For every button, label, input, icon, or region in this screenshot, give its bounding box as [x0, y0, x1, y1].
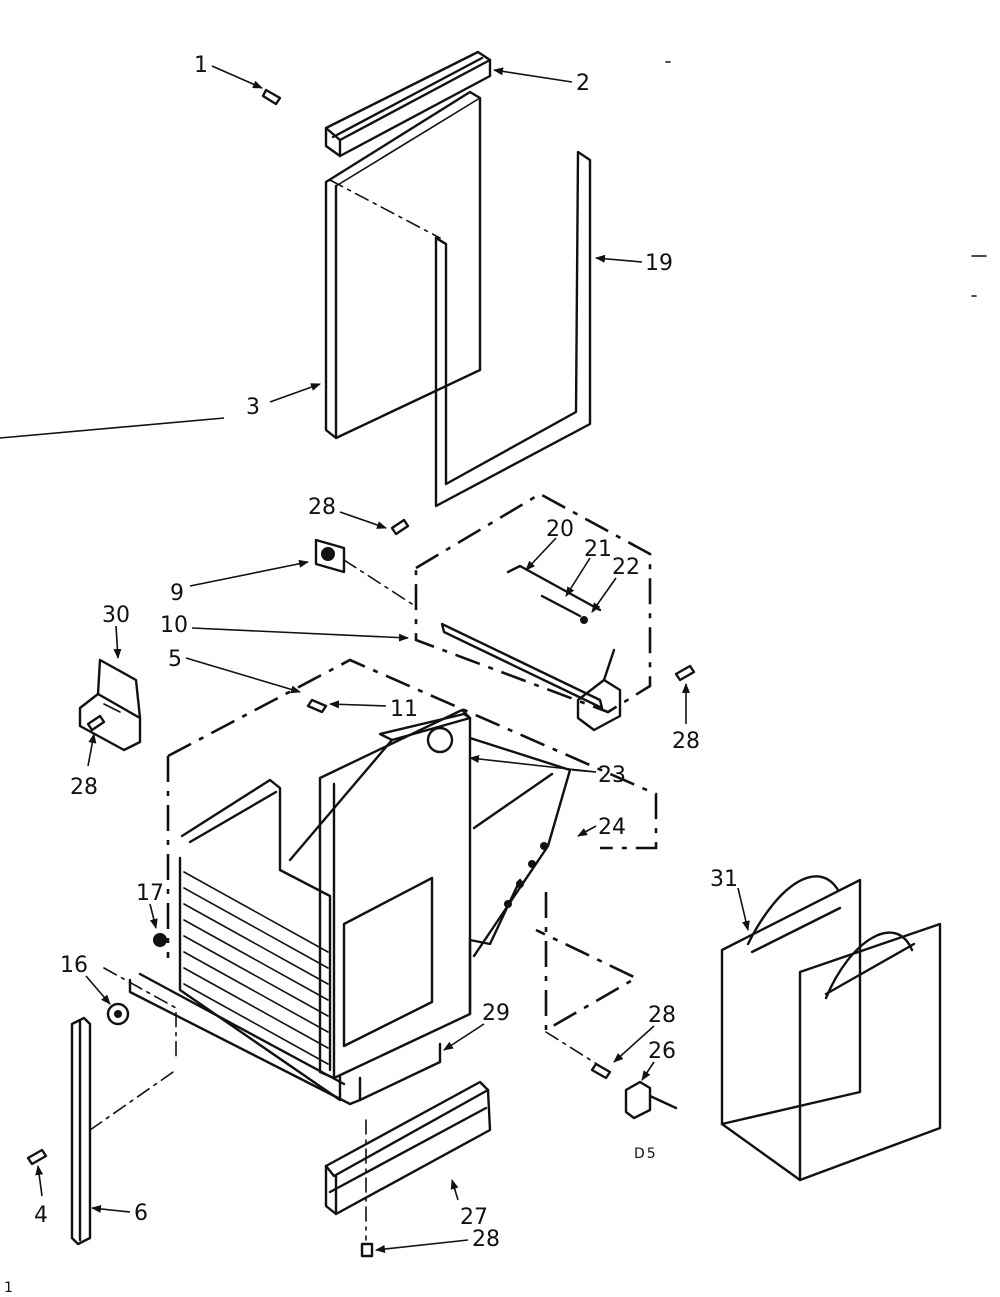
callout-6: 6 — [134, 1201, 148, 1226]
callout-9: 9 — [170, 581, 184, 606]
callout-10: 10 — [160, 613, 188, 638]
callout-28-left: 28 — [70, 775, 98, 800]
carton-bag — [720, 875, 942, 1182]
callout-19: 19 — [645, 251, 673, 276]
callout-20: 20 — [546, 517, 574, 542]
callout-11: 11 — [390, 697, 418, 722]
screw-part-1 — [261, 88, 282, 106]
side-frame — [329, 150, 592, 508]
top-trim-strip — [324, 50, 492, 158]
callout-17: 17 — [136, 881, 164, 906]
control-bracket — [314, 538, 413, 605]
leader-lines — [0, 65, 750, 1254]
bottom-rail — [324, 1080, 492, 1241]
callout-26: 26 — [648, 1039, 676, 1064]
code-mark: D5 — [634, 1146, 658, 1162]
inner-cover — [414, 492, 652, 714]
corner-mark: 1 — [4, 1280, 15, 1296]
front-panel — [324, 90, 482, 440]
screw-part-28-bottom — [360, 1242, 374, 1258]
callout-31: 31 — [710, 867, 738, 892]
rod-assembly — [506, 564, 622, 732]
callout-28-top: 28 — [308, 495, 336, 520]
callout-28-lower: 28 — [648, 1003, 676, 1028]
callout-2: 2 — [576, 71, 590, 96]
callout-27: 27 — [460, 1205, 488, 1230]
screw-part-28-left — [86, 714, 106, 732]
grommet-part-17 — [153, 933, 167, 947]
callout-1: 1 — [194, 53, 208, 78]
callout-23: 23 — [598, 763, 626, 788]
callout-28-right: 28 — [672, 729, 700, 754]
screw-part-4 — [26, 1148, 48, 1166]
callout-16: 16 — [60, 953, 88, 978]
plug-part-16 — [106, 1002, 130, 1026]
screw-part-11 — [306, 698, 328, 714]
callout-28-bottom: 28 — [472, 1227, 500, 1252]
screw-part-28-lower — [590, 1062, 612, 1080]
margin-marks — [665, 61, 987, 297]
screw-part-28-top — [390, 518, 410, 536]
screw-part-28-right — [674, 664, 696, 682]
callout-4: 4 — [34, 1203, 48, 1228]
callout-21: 21 — [584, 537, 612, 562]
callout-3: 3 — [246, 395, 260, 420]
side-strip — [70, 1016, 177, 1246]
callout-29: 29 — [482, 1001, 510, 1026]
callout-22: 22 — [612, 555, 640, 580]
hinge-part-26 — [545, 1031, 678, 1120]
callout-5: 5 — [168, 647, 182, 672]
main-chassis — [103, 658, 658, 1106]
callout-24: 24 — [598, 815, 626, 840]
left-bracket — [78, 658, 142, 752]
callout-30: 30 — [102, 603, 130, 628]
